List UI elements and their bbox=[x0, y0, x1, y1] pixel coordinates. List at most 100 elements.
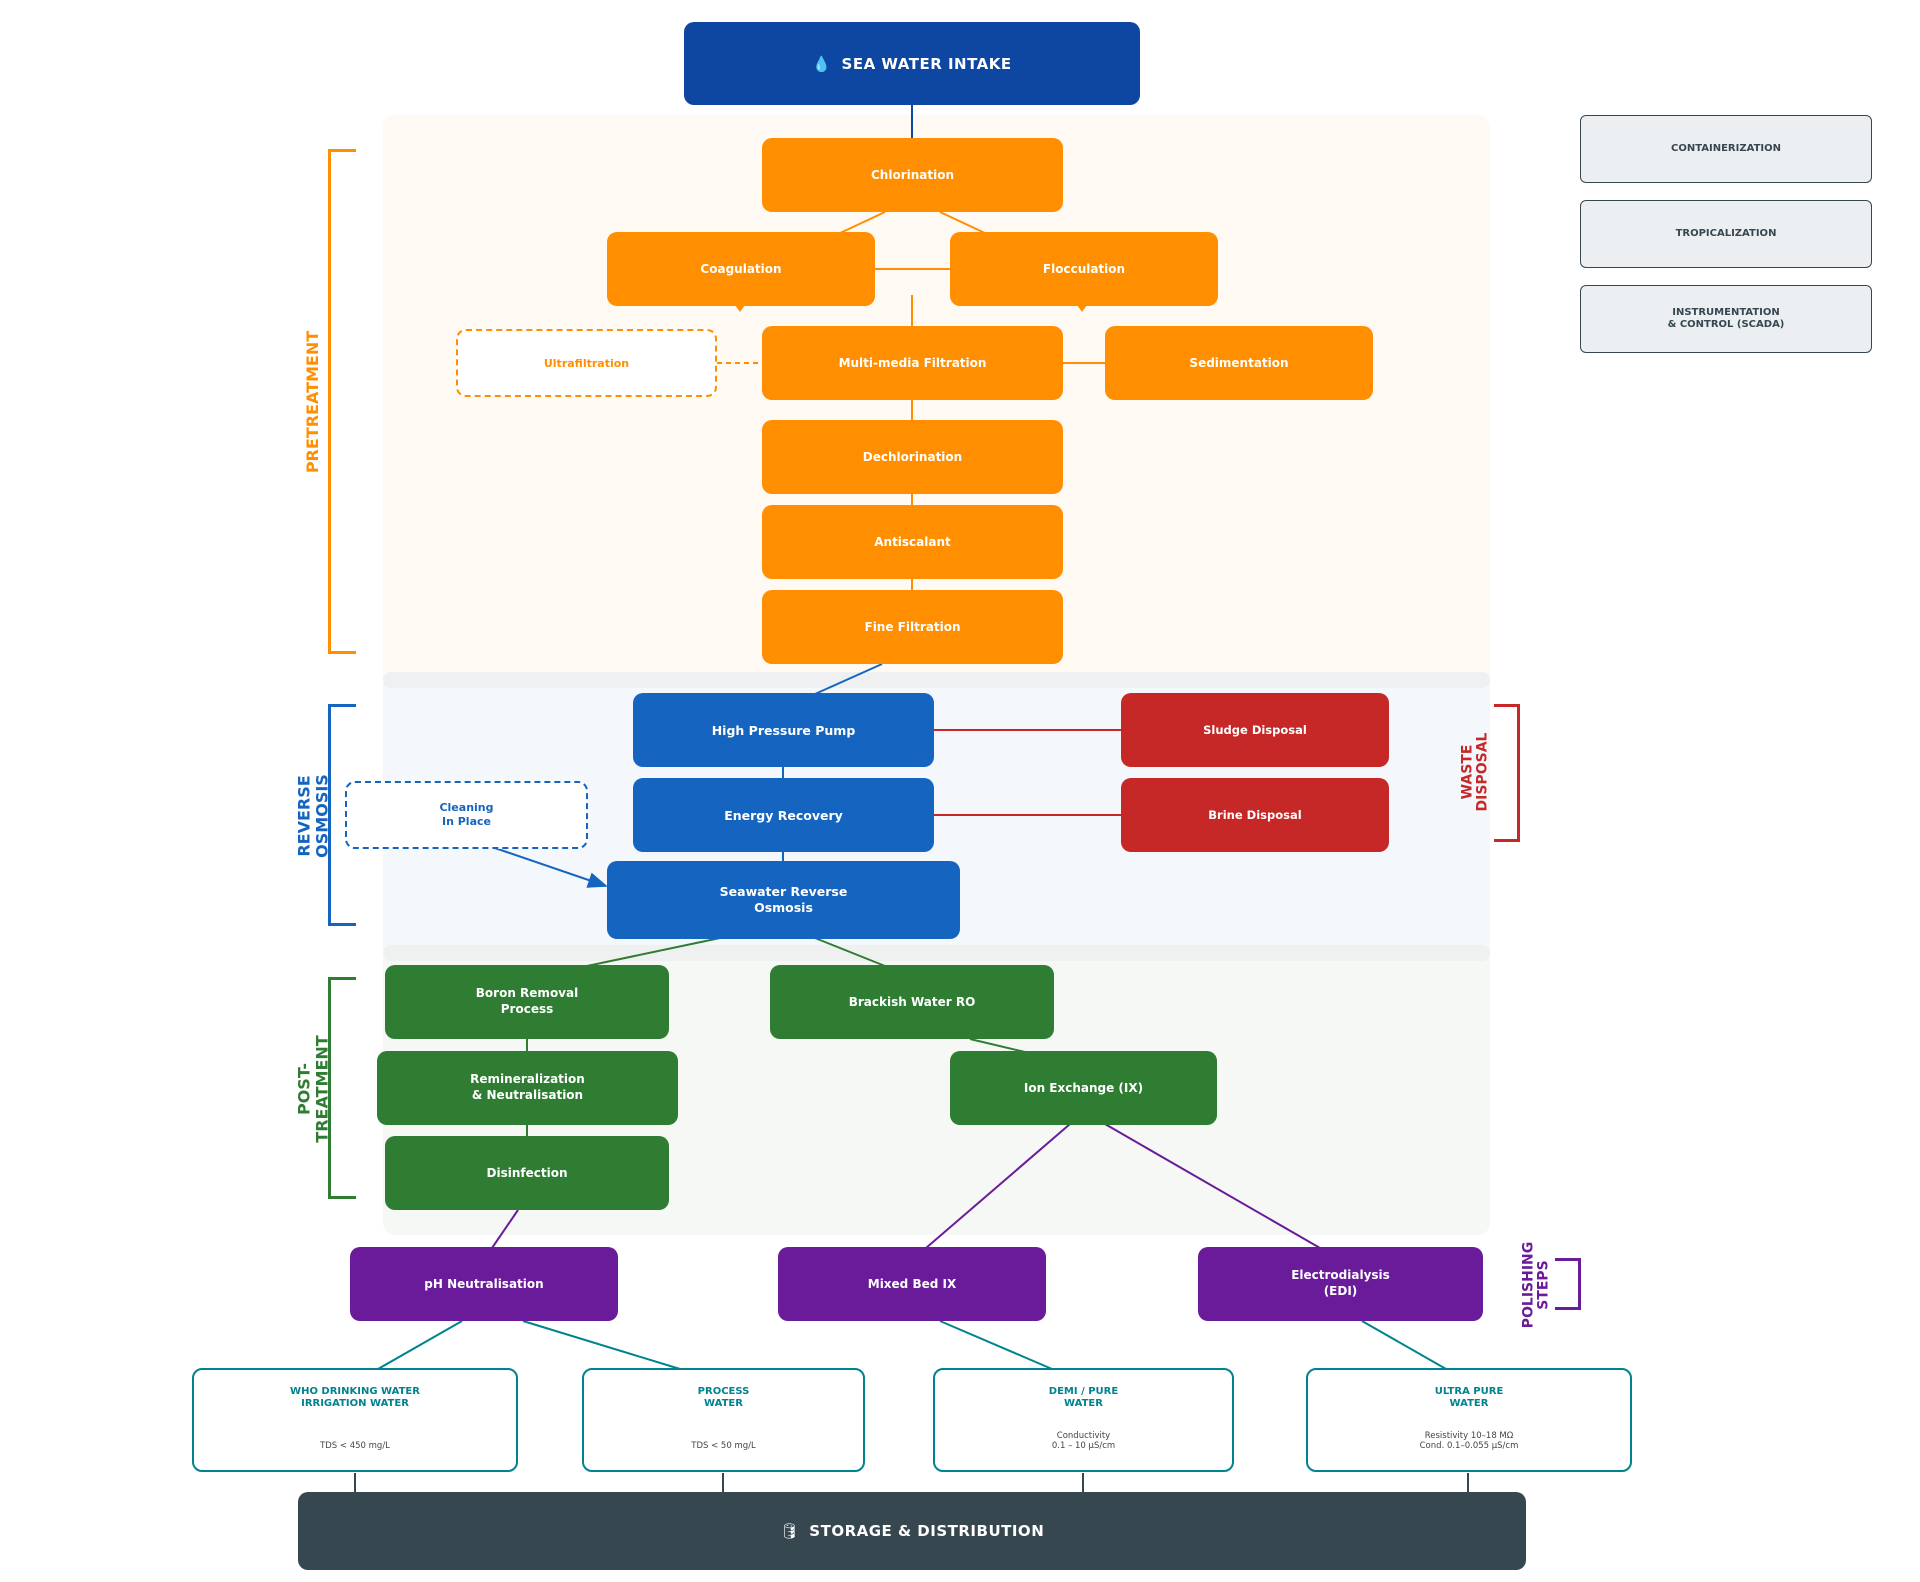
output-spec: TDS < 50 mg/L bbox=[691, 1441, 756, 1452]
electrodialysis-box: Electrodialysis (EDI) bbox=[1198, 1247, 1483, 1321]
link-ix-mixedbed bbox=[925, 1123, 1071, 1249]
output-title: PROCESS WATER bbox=[697, 1386, 750, 1409]
pretreatment-label: PRETREATMENT bbox=[303, 330, 323, 474]
ph-neutralisation-box: pH Neutralisation bbox=[350, 1247, 618, 1321]
sludge-disposal-label: Sludge Disposal bbox=[1203, 723, 1307, 737]
reverse-osmosis-label: REVERSE OSMOSIS bbox=[294, 774, 331, 858]
output-spec: TDS < 450 mg/L bbox=[320, 1441, 390, 1452]
link-bwro-ix bbox=[969, 1038, 1026, 1053]
instrumentation-label: INSTRUMENTATION & CONTROL (SCADA) bbox=[1667, 306, 1785, 331]
sludge-disposal-box: Sludge Disposal bbox=[1121, 693, 1389, 767]
output-who-drinking: WHO DRINKING WATER IRRIGATION WATER TDS … bbox=[192, 1368, 518, 1472]
tropicalization-option: TROPICALIZATION bbox=[1580, 200, 1872, 268]
brackish-water-ro-box: Brackish Water RO bbox=[770, 965, 1054, 1039]
reverse-osmosis-bracket bbox=[328, 704, 356, 926]
sea-water-intake-label: SEA WATER INTAKE bbox=[841, 54, 1012, 73]
seawater-ro-label: Seawater Reverse Osmosis bbox=[719, 883, 848, 915]
flocculation-label: Flocculation bbox=[1042, 262, 1126, 276]
chlorination-label: Chlorination bbox=[870, 168, 954, 182]
ultrafiltration-box: Ultrafiltration bbox=[456, 329, 717, 397]
link-cip-swro bbox=[494, 847, 608, 888]
containerization-label: CONTAINERIZATION bbox=[1671, 142, 1781, 154]
link-swro-boron bbox=[586, 937, 721, 967]
link-mixedbed-demi bbox=[939, 1320, 1053, 1370]
sedimentation-label: Sedimentation bbox=[1189, 356, 1289, 370]
ion-exchange-label: Ion Exchange (IX) bbox=[1023, 1081, 1144, 1095]
high-pressure-pump-label: High Pressure Pump bbox=[711, 722, 856, 738]
storage-distribution: 🛢 STORAGE & DISTRIBUTION bbox=[298, 1492, 1526, 1570]
link-ph-who bbox=[377, 1320, 463, 1370]
brine-disposal-label: Brine Disposal bbox=[1208, 808, 1302, 822]
output-title: ULTRA PURE WATER bbox=[1434, 1386, 1504, 1409]
boron-removal-box: Boron Removal Process bbox=[385, 965, 669, 1039]
output-spec: Resistivity 10–18 MΩ Cond. 0.1–0.055 µS/… bbox=[1419, 1430, 1519, 1452]
antiscalant-box: Antiscalant bbox=[762, 505, 1063, 579]
coagulation-label: Coagulation bbox=[700, 262, 782, 276]
chlorination-box: Chlorination bbox=[762, 138, 1063, 212]
high-pressure-pump-box: High Pressure Pump bbox=[633, 693, 934, 767]
polishing-label: POLISHING STEPS bbox=[1520, 1241, 1552, 1329]
band-divider-1 bbox=[383, 672, 1490, 688]
electrodialysis-label: Electrodialysis (EDI) bbox=[1291, 1268, 1390, 1298]
storage-distribution-label: STORAGE & DISTRIBUTION bbox=[809, 1522, 1045, 1540]
link-edi-ultrapure bbox=[1361, 1320, 1447, 1370]
ultrafiltration-label: Ultrafiltration bbox=[543, 356, 630, 370]
remineralization-box: Remineralization & Neutralisation bbox=[377, 1051, 678, 1125]
sea-water-intake: 💧 SEA WATER INTAKE bbox=[684, 22, 1140, 105]
tropicalization-label: TROPICALIZATION bbox=[1675, 227, 1777, 239]
pretreatment-bracket bbox=[328, 149, 356, 654]
link-ix-edi bbox=[1104, 1123, 1321, 1249]
output-ultra-pure: ULTRA PURE WATER Resistivity 10–18 MΩ Co… bbox=[1306, 1368, 1632, 1472]
link-ph-process bbox=[522, 1320, 681, 1370]
link-disinfection-ph bbox=[491, 1209, 519, 1249]
ph-neutralisation-label: pH Neutralisation bbox=[424, 1277, 544, 1291]
brackish-water-ro-label: Brackish Water RO bbox=[848, 995, 976, 1009]
link-fine-hppump bbox=[814, 663, 883, 695]
coagulation-pointer bbox=[735, 305, 745, 312]
dechlorination-label: Dechlorination bbox=[862, 450, 963, 464]
multimedia-filtration-box: Multi-media Filtration bbox=[762, 326, 1063, 400]
mixed-bed-ix-label: Mixed Bed IX bbox=[867, 1277, 957, 1291]
output-spec: Conductivity 0.1 – 10 µS/cm bbox=[1051, 1430, 1116, 1452]
coagulation-box: Coagulation bbox=[607, 232, 875, 306]
polishing-bracket bbox=[1555, 1258, 1581, 1310]
instrumentation-option: INSTRUMENTATION & CONTROL (SCADA) bbox=[1580, 285, 1872, 353]
output-process-water: PROCESS WATER TDS < 50 mg/L bbox=[582, 1368, 865, 1472]
waste-disposal-bracket bbox=[1494, 704, 1520, 842]
disinfection-box: Disinfection bbox=[385, 1136, 669, 1210]
antiscalant-label: Antiscalant bbox=[874, 535, 951, 549]
fine-filtration-label: Fine Filtration bbox=[864, 620, 961, 634]
output-title: WHO DRINKING WATER IRRIGATION WATER bbox=[290, 1386, 420, 1409]
energy-recovery-box: Energy Recovery bbox=[633, 778, 934, 852]
band-divider-2 bbox=[383, 945, 1490, 961]
post-treatment-bracket bbox=[328, 977, 356, 1199]
post-treatment-label: POST- TREATMENT bbox=[294, 1035, 331, 1143]
link-chlor-floc bbox=[939, 211, 988, 235]
tank-icon: 🛢 bbox=[779, 1522, 800, 1540]
multimedia-filtration-label: Multi-media Filtration bbox=[838, 356, 987, 370]
sedimentation-box: Sedimentation bbox=[1105, 326, 1373, 400]
ion-exchange-box: Ion Exchange (IX) bbox=[950, 1051, 1217, 1125]
remineralization-label: Remineralization & Neutralisation bbox=[470, 1072, 585, 1102]
link-chlor-coag bbox=[837, 211, 886, 235]
fine-filtration-box: Fine Filtration bbox=[762, 590, 1063, 664]
flocculation-pointer bbox=[1077, 305, 1087, 312]
containerization-option: CONTAINERIZATION bbox=[1580, 115, 1872, 183]
flocculation-box: Flocculation bbox=[950, 232, 1218, 306]
dechlorination-box: Dechlorination bbox=[762, 420, 1063, 494]
output-title: DEMI / PURE WATER bbox=[1048, 1386, 1119, 1409]
disinfection-label: Disinfection bbox=[486, 1166, 568, 1180]
output-demi-pure: DEMI / PURE WATER Conductivity 0.1 – 10 … bbox=[933, 1368, 1234, 1472]
seawater-ro-box: Seawater Reverse Osmosis bbox=[607, 861, 960, 939]
link-swro-bwro bbox=[814, 937, 886, 967]
cleaning-in-place-box: Cleaning In Place bbox=[345, 781, 588, 849]
cleaning-in-place-label: Cleaning In Place bbox=[439, 800, 494, 828]
water-drop-icon: 💧 bbox=[812, 54, 832, 73]
mixed-bed-ix-box: Mixed Bed IX bbox=[778, 1247, 1046, 1321]
waste-disposal-label: WASTE DISPOSAL bbox=[1459, 732, 1491, 812]
brine-disposal-box: Brine Disposal bbox=[1121, 778, 1389, 852]
boron-removal-label: Boron Removal Process bbox=[475, 986, 579, 1016]
energy-recovery-label: Energy Recovery bbox=[724, 807, 843, 823]
